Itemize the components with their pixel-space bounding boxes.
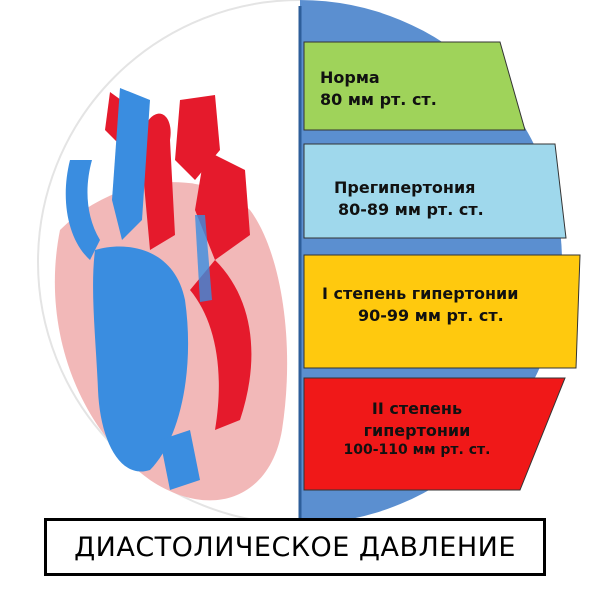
band-stage2 bbox=[303, 377, 566, 491]
band-prehypertension bbox=[303, 143, 567, 239]
band-stage1-label: I степень гипертонии 90-99 мм рт. ст. bbox=[322, 283, 518, 326]
band-normal-title: Норма bbox=[320, 68, 380, 87]
band-prehypertension-label: Прегипертония 80-89 мм рт. ст. bbox=[334, 177, 484, 220]
band-prehypertension-title: Прегипертония bbox=[334, 178, 476, 197]
band-stage1 bbox=[303, 254, 581, 369]
band-stage2-subtitle: гипертонии bbox=[363, 420, 471, 440]
band-normal-label: Норма 80 мм рт. ст. bbox=[320, 67, 437, 110]
band-normal-value: 80 мм рт. ст. bbox=[320, 89, 437, 109]
band-prehypertension-value: 80-89 мм рт. ст. bbox=[338, 199, 484, 219]
caption-box: ДИАСТОЛИЧЕСКОЕ ДАВЛЕНИЕ bbox=[44, 518, 546, 576]
band-shapes bbox=[303, 41, 581, 491]
band-normal bbox=[303, 41, 526, 131]
heart-anatomy-icon bbox=[54, 88, 288, 501]
band-stage2-label: II степень гипертонии 100-110 мм рт. ст. bbox=[322, 398, 512, 460]
band-stage1-title: I степень гипертонии bbox=[322, 284, 519, 303]
band-stage2-value: 100-110 мм рт. ст. bbox=[343, 442, 491, 459]
band-stage1-value: 90-99 мм рт. ст. bbox=[358, 305, 504, 325]
caption-title: ДИАСТОЛИЧЕСКОЕ ДАВЛЕНИЕ bbox=[74, 531, 516, 563]
band-stage2-title: II степень bbox=[371, 399, 463, 418]
